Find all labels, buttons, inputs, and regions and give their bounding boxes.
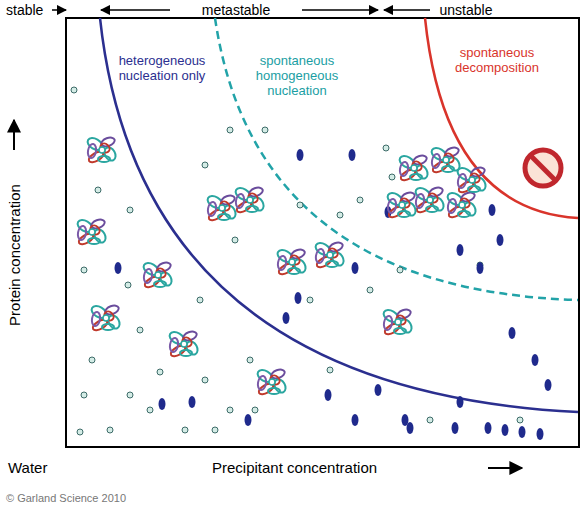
precipitant-molecule [159, 398, 166, 410]
water-molecule [81, 392, 87, 398]
precipitant-molecule [297, 149, 304, 161]
water-molecule [227, 407, 233, 413]
protein-molecule [446, 191, 478, 220]
protein-molecule [206, 194, 238, 223]
water-molecule [137, 327, 143, 333]
water-molecule [383, 145, 389, 151]
particles [71, 87, 552, 440]
precipitant-molecule [115, 262, 122, 274]
protein-molecule [86, 136, 118, 165]
water-molecule [81, 267, 87, 273]
precipitant-molecule [295, 292, 302, 304]
precipitant-molecule [352, 262, 359, 274]
water-molecule [227, 127, 233, 133]
precipitant-molecule [532, 354, 539, 366]
axis-label: Protein concentration [6, 184, 23, 326]
precipitant-molecule [457, 244, 464, 256]
water-molecule [147, 407, 153, 413]
protein-molecule [456, 166, 488, 195]
region-label: spontaneous homogeneous nucleation [256, 54, 338, 99]
decomposition-curve [425, 18, 578, 218]
solubility-curve [100, 18, 578, 412]
water-molecule [337, 212, 343, 218]
precipitant-molecule [375, 384, 382, 396]
precipitant-molecule [407, 422, 414, 434]
axis-label: Precipitant concentration [212, 459, 377, 476]
water-molecule [89, 357, 95, 363]
axis-label: Water [8, 459, 47, 476]
range-label: unstable [440, 2, 493, 18]
precipitant-molecule [352, 414, 359, 426]
water-molecule [252, 407, 258, 413]
protein-molecule [76, 218, 108, 247]
water-molecule [125, 282, 131, 288]
water-molecule [297, 202, 303, 208]
water-molecule [262, 127, 268, 133]
range-arrow [384, 9, 430, 11]
water-molecule [357, 197, 363, 203]
copyright: © Garland Science 2010 [6, 492, 126, 505]
water-molecule [95, 187, 101, 193]
precipitant-molecule [245, 414, 252, 426]
water-molecule [232, 237, 238, 243]
protein-molecule [314, 241, 346, 270]
protein-molecule [142, 261, 174, 290]
water-molecule [197, 297, 203, 303]
protein-molecule [382, 308, 414, 337]
precipitant-molecule [457, 396, 464, 408]
water-molecule [517, 417, 523, 423]
water-molecule [182, 427, 188, 433]
protein-molecule [276, 248, 308, 277]
precipitant-molecule [189, 396, 196, 408]
water-molecule [127, 207, 133, 213]
plot-frame [66, 18, 579, 447]
water-molecule [307, 297, 313, 303]
precipitant-molecule [325, 389, 332, 401]
water-molecule [77, 429, 83, 435]
protein-molecule [256, 368, 288, 397]
water-molecule [127, 392, 133, 398]
water-molecule [157, 369, 163, 375]
precipitant-molecule [452, 422, 459, 434]
water-molecule [397, 267, 403, 273]
precipitant-molecule [489, 204, 496, 216]
range-arrow [101, 9, 170, 11]
protein-molecule [234, 186, 266, 215]
precipitant-molecule [497, 234, 504, 246]
prohibition-sign [525, 150, 561, 186]
precipitant-molecule [485, 422, 492, 434]
protein-molecule [168, 330, 200, 359]
precipitant-molecule [349, 149, 356, 161]
protein-molecule [90, 304, 122, 333]
supersolubility-curve [215, 18, 578, 300]
range-label: metastable [202, 2, 270, 18]
water-molecule [202, 162, 208, 168]
precipitant-molecule [509, 327, 516, 339]
range-arrow [52, 9, 66, 11]
water-molecule [107, 427, 113, 433]
region-label: heterogeneous nucleation only [119, 54, 206, 84]
protein-molecule [398, 154, 430, 183]
water-molecule [247, 357, 253, 363]
water-molecule [367, 287, 373, 293]
range-arrow [302, 9, 378, 11]
protein-molecule [414, 186, 446, 215]
precipitant-molecule [283, 312, 290, 324]
water-molecule [427, 417, 433, 423]
water-molecule [71, 87, 77, 93]
range-label: stable [6, 2, 43, 18]
water-molecule [202, 377, 208, 383]
axis-arrow [13, 120, 15, 150]
precipitant-molecule [545, 379, 552, 391]
protein-molecule [386, 191, 418, 220]
precipitant-molecule [502, 424, 509, 436]
precipitant-molecule [477, 262, 484, 274]
precipitant-molecule [519, 426, 526, 438]
axis-arrow [488, 467, 522, 469]
water-molecule [212, 427, 218, 433]
water-molecule [389, 174, 395, 180]
water-molecule [327, 367, 333, 373]
precipitant-molecule [537, 428, 544, 440]
region-label: spontaneous decomposition [455, 46, 539, 76]
